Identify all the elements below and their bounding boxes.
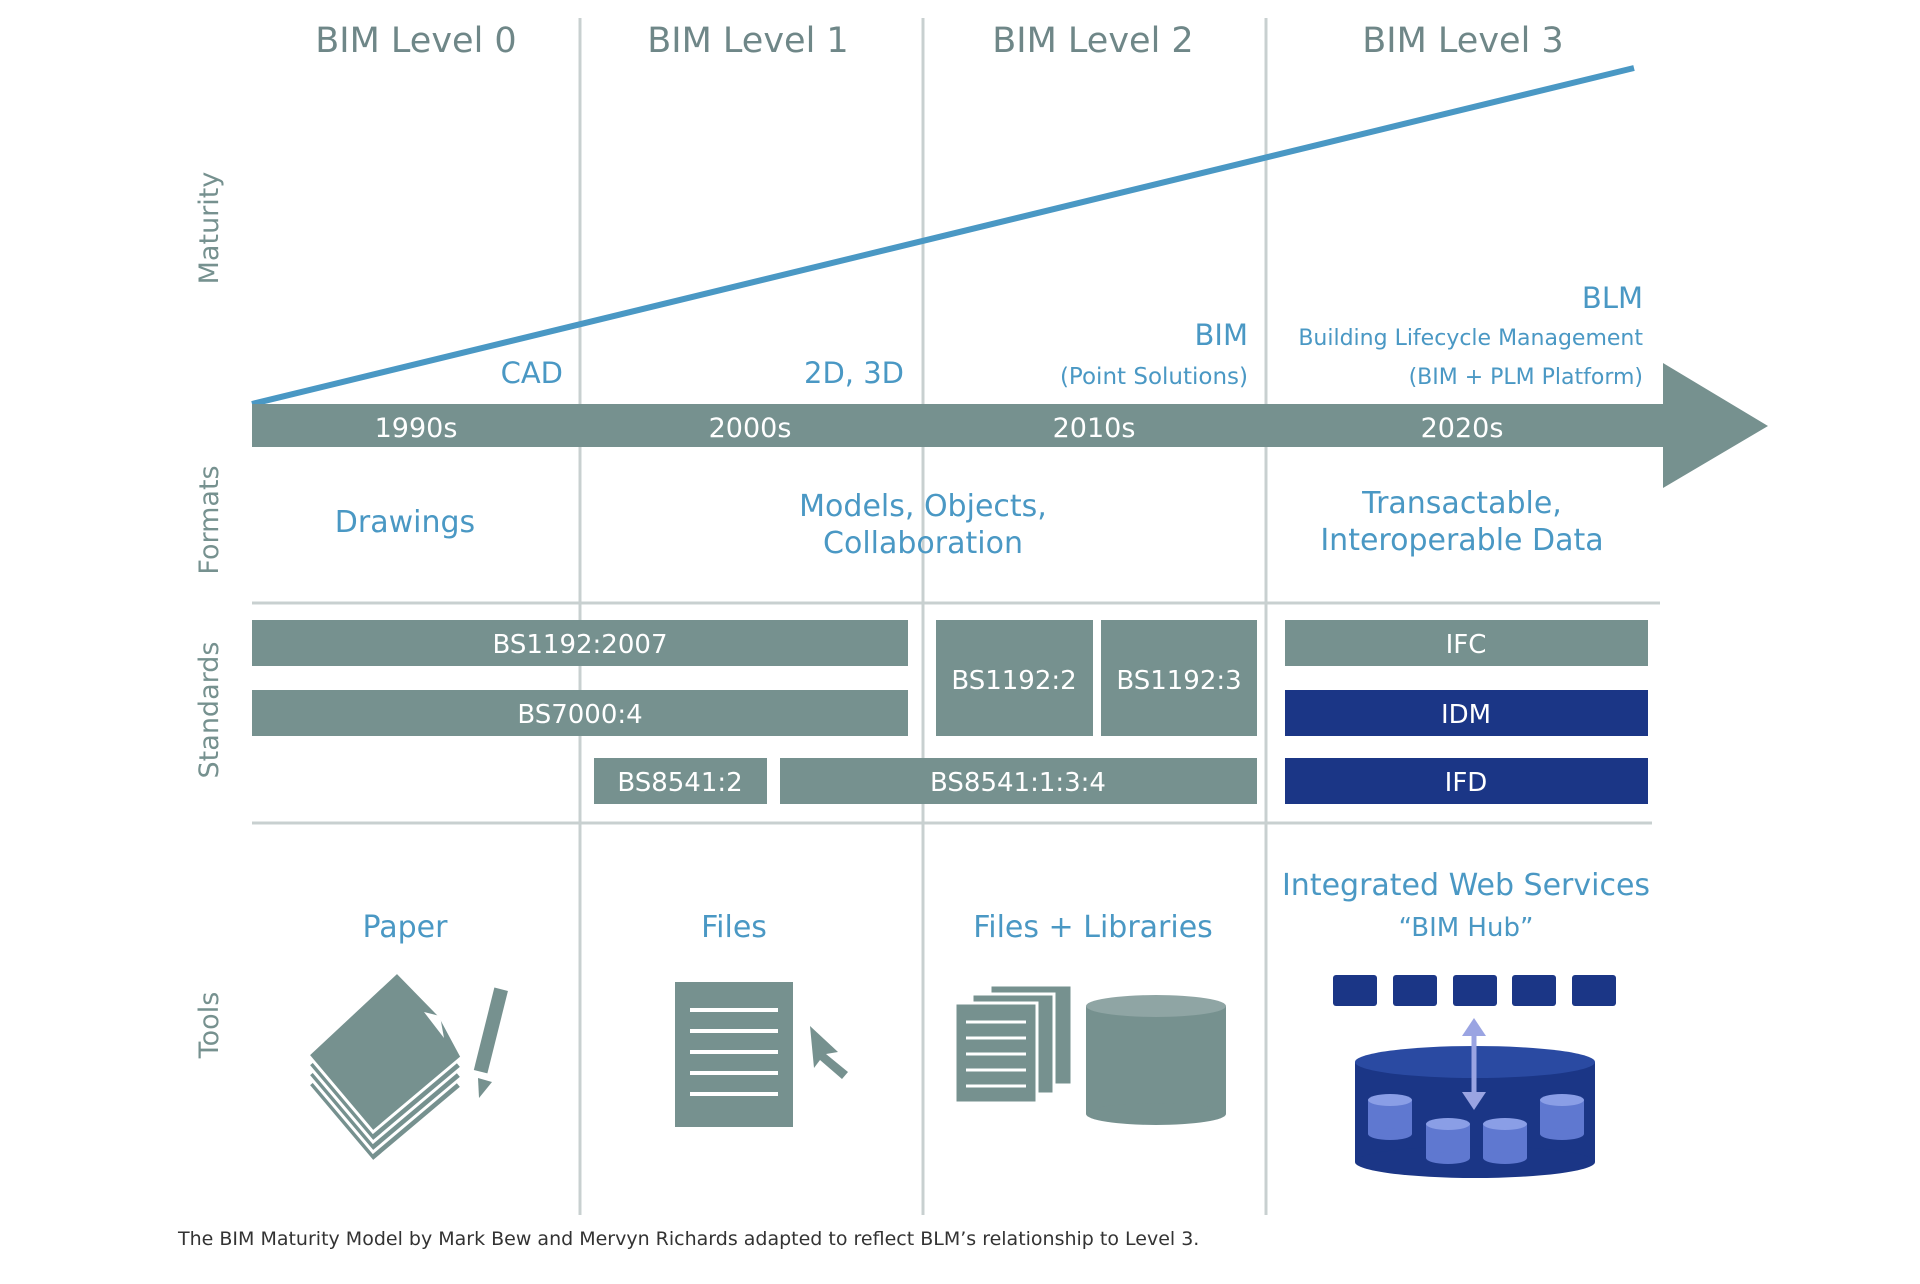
maturity-label-bim: BIM <box>1195 318 1248 352</box>
tool-web-services-label: Integrated Web Services <box>1282 868 1650 903</box>
maturity-label-bim-sub: (Point Solutions) <box>1060 364 1248 390</box>
standard-label: BS8541:1:3:4 <box>930 768 1106 798</box>
web-service-nodes <box>1333 975 1616 1006</box>
level-3-header: BIM Level 3 <box>1362 21 1563 61</box>
level-1-header: BIM Level 1 <box>647 21 848 61</box>
standard-label: BS1192:3 <box>1116 666 1241 696</box>
standard-bs1192-3: BS1192:3 <box>1101 620 1257 736</box>
standard-label: BS8541:2 <box>617 768 742 798</box>
format-transactable-line2: Interoperable Data <box>1320 523 1603 558</box>
standard-label: IDM <box>1441 700 1491 730</box>
row-label-tools: Tools <box>194 992 225 1060</box>
standard-label: BS1192:2 <box>951 666 1076 696</box>
standard-bs8541-2: BS8541:2 <box>594 758 767 804</box>
tool-files-label: Files <box>701 910 767 945</box>
standard-bs1192-2: BS1192:2 <box>936 620 1093 736</box>
bim-hub-database-icon <box>1355 1046 1595 1178</box>
maturity-label-2d-3d: 2D, 3D <box>804 356 904 390</box>
decade-2020s: 2020s <box>1421 413 1504 444</box>
standard-label: BS1192:2007 <box>493 630 668 660</box>
standard-label: IFD <box>1445 768 1488 798</box>
timeline-arrow <box>252 363 1768 488</box>
tool-bim-hub-label: “BIM Hub” <box>1399 913 1534 943</box>
standard-bs1192-2007: BS1192:2007 <box>252 620 908 666</box>
maturity-line <box>251 65 1635 407</box>
tool-paper-label: Paper <box>363 910 449 945</box>
pencil-icon <box>473 987 508 1098</box>
data-cylinders <box>1368 1094 1584 1164</box>
decade-2010s: 2010s <box>1053 413 1136 444</box>
maturity-label-cad: CAD <box>501 356 563 390</box>
database-icon <box>1086 995 1226 1125</box>
bidirectional-arrow-icon <box>1462 1018 1486 1110</box>
figure-caption: The BIM Maturity Model by Mark Bew and M… <box>178 1228 1200 1250</box>
level-2-header: BIM Level 2 <box>992 21 1193 61</box>
decade-2000s: 2000s <box>709 413 792 444</box>
standard-label: BS7000:4 <box>517 700 642 730</box>
maturity-label-blm: BLM <box>1582 281 1643 315</box>
format-models-line1: Models, Objects, <box>799 489 1047 524</box>
standard-label: IFC <box>1446 630 1487 660</box>
level-0-header: BIM Level 0 <box>315 21 516 61</box>
format-drawings: Drawings <box>335 505 475 540</box>
standard-ifd: IFD <box>1285 758 1648 804</box>
maturity-label-blm-sub1: Building Lifecycle Management <box>1298 326 1643 351</box>
format-transactable-line1: Transactable, <box>1361 486 1562 521</box>
document-icon <box>675 982 793 1127</box>
document-stack-icon <box>953 983 1074 1105</box>
row-label-formats: Formats <box>194 465 225 574</box>
cursor-icon <box>810 1026 848 1079</box>
standard-ifc: IFC <box>1285 620 1648 666</box>
standard-idm: IDM <box>1285 690 1648 736</box>
row-label-standards: Standards <box>194 642 225 779</box>
standard-bs8541-134: BS8541:1:3:4 <box>780 758 1257 804</box>
decade-1990s: 1990s <box>375 413 458 444</box>
standard-bs7000-4: BS7000:4 <box>252 690 908 736</box>
maturity-label-blm-sub2: (BIM + PLM Platform) <box>1409 365 1643 390</box>
row-label-maturity: Maturity <box>194 172 225 285</box>
tool-files-libraries-label: Files + Libraries <box>973 910 1213 945</box>
paper-stack-icon <box>305 969 465 1165</box>
format-models-line2: Collaboration <box>823 526 1023 561</box>
